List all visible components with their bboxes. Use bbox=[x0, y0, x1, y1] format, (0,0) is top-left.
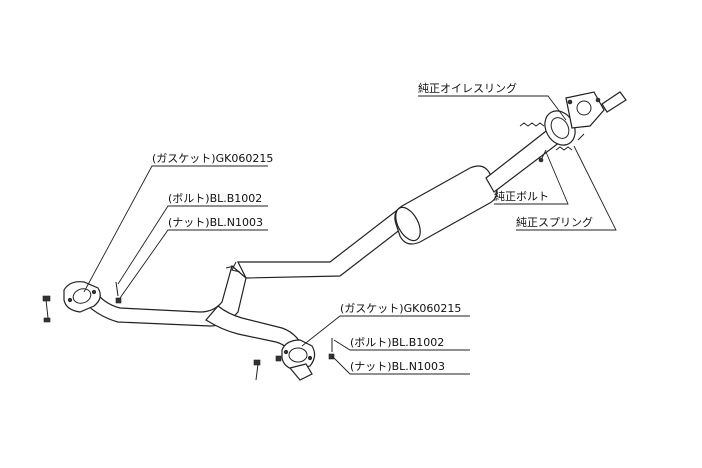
resonator bbox=[394, 165, 498, 245]
oem-bolt bbox=[538, 133, 585, 163]
left-flange bbox=[63, 281, 101, 313]
right-nut bbox=[275, 353, 335, 362]
right-flange bbox=[281, 339, 316, 381]
leader-lines bbox=[83, 95, 617, 375]
label-gasket-left: (ガスケット)GK060215 bbox=[152, 152, 273, 165]
hanger-bracket bbox=[225, 261, 241, 273]
labels: 純正オイレスリング 純正ボルト 純正スプリング (ガスケット)GK060215 … bbox=[152, 81, 593, 373]
center-pipe bbox=[237, 207, 411, 279]
label-nut-right: (ナット)BL.N1003 bbox=[350, 360, 445, 373]
outlet-pipe bbox=[601, 91, 627, 113]
label-bolt-right: (ボルト)BL.B1002 bbox=[350, 336, 444, 349]
left-nut bbox=[43, 297, 122, 323]
oem-spring bbox=[519, 122, 573, 151]
label-nut-left: (ナット)BL.N1003 bbox=[168, 216, 263, 229]
label-bolt-left: (ボルト)BL.B1002 bbox=[168, 192, 262, 205]
label-oil-ring: 純正オイレスリング bbox=[418, 81, 517, 95]
label-gasket-right: (ガスケット)GK060215 bbox=[340, 302, 461, 315]
right-bolt bbox=[253, 338, 333, 381]
left-bolt bbox=[42, 281, 119, 319]
label-oem-bolt: 純正ボルト bbox=[494, 190, 549, 203]
exhaust-pipe-assembly bbox=[42, 91, 627, 381]
label-oem-spring: 純正スプリング bbox=[516, 215, 593, 229]
rear-flange bbox=[544, 91, 605, 146]
